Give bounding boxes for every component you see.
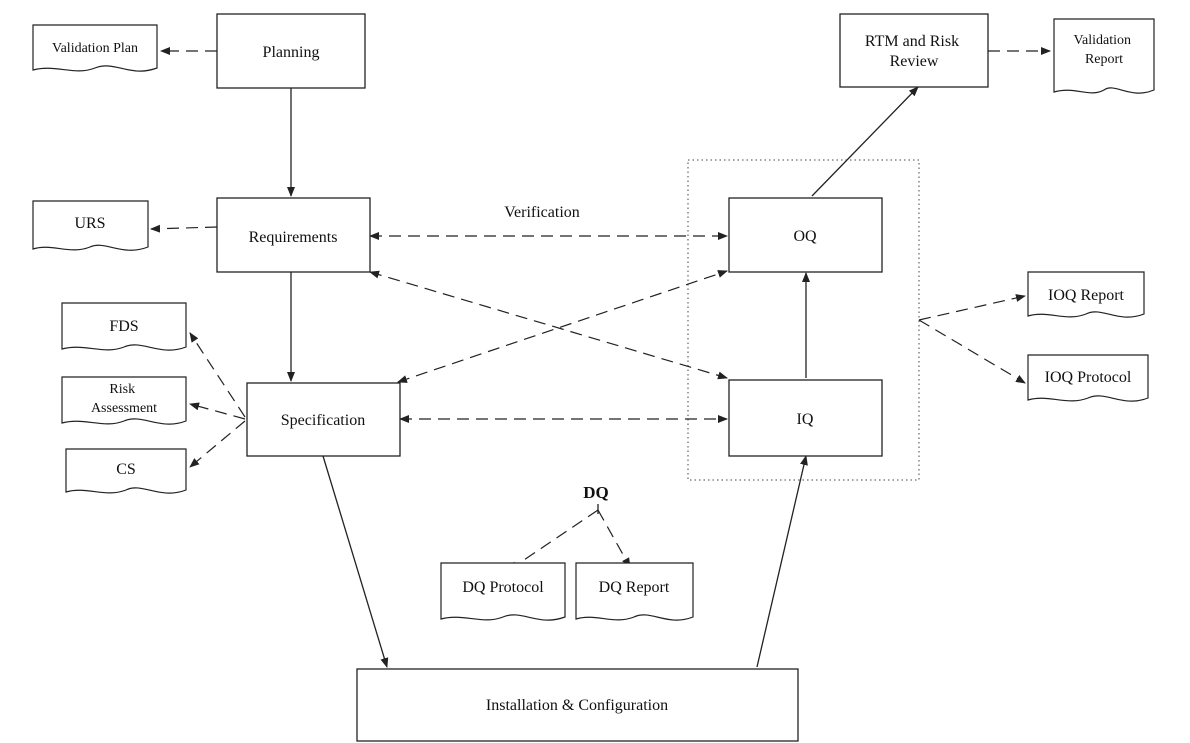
dq-report-label: DQ Report (599, 579, 670, 596)
dashed-dq-to-dq-protocol (508, 509, 599, 571)
fds-document: FDS (61, 302, 187, 351)
arrow-installation-to-iq (756, 455, 808, 668)
validation-plan-label: Validation Plan (52, 41, 138, 56)
cs-label: CS (116, 461, 136, 478)
ioq-protocol-label: IOQ Protocol (1045, 369, 1132, 386)
specification-label: Specification (281, 412, 365, 429)
requirements-label: Requirements (249, 229, 338, 246)
dq-protocol-label: DQ Protocol (462, 579, 544, 596)
specification-box: Specification (246, 382, 401, 457)
oq-box: OQ (728, 197, 883, 273)
ioq-report-label: IOQ Report (1048, 287, 1125, 304)
fds-label: FDS (109, 318, 138, 335)
dashed-requirements-to-urs (150, 224, 218, 233)
dashed-specification-oq (397, 270, 728, 383)
urs-document: URS (32, 200, 149, 251)
dashed-requirements-iq (369, 270, 728, 380)
urs-label: URS (74, 215, 105, 232)
dq-protocol-document: DQ Protocol (440, 562, 566, 621)
validation-report-label: Validation Report (1073, 33, 1134, 67)
dashed-specification-to-cs (189, 420, 246, 468)
dashed-group-to-ioq-protocol (918, 319, 1026, 384)
dashed-group-to-ioq-report (918, 294, 1026, 321)
dashed-specification-to-fds (189, 332, 246, 418)
dq-report-document: DQ Report (575, 562, 694, 621)
verification-label: Verification (504, 204, 580, 221)
validation-report-document: Validation Report (1053, 18, 1155, 94)
arrow-specification-to-installation (322, 455, 389, 668)
validation-plan-document: Validation Plan (32, 24, 158, 72)
dashed-specification-to-risk-assessment (189, 402, 246, 420)
dashed-dq-to-dq-report (597, 509, 631, 568)
planning-box: Planning (216, 13, 366, 89)
installation-configuration-label: Installation & Configuration (486, 697, 668, 714)
rtm-risk-review-box: RTM and Risk Review (839, 13, 989, 88)
risk-assessment-label: Risk Assessment (91, 382, 157, 416)
planning-label: Planning (263, 44, 320, 61)
requirements-box: Requirements (216, 197, 371, 273)
rtm-risk-review-label: RTM and Risk Review (865, 33, 963, 70)
iq-box: IQ (728, 379, 883, 457)
cs-document: CS (65, 448, 187, 494)
installation-configuration-box: Installation & Configuration (356, 668, 799, 742)
arrow-oq-to-rtm (811, 86, 919, 197)
iq-label: IQ (797, 411, 814, 428)
dq-title-label: DQ (583, 483, 609, 502)
ioq-protocol-document: IOQ Protocol (1027, 354, 1149, 402)
oq-label: OQ (793, 228, 817, 245)
ioq-report-document: IOQ Report (1027, 271, 1145, 318)
risk-assessment-document: Risk Assessment (61, 376, 187, 425)
